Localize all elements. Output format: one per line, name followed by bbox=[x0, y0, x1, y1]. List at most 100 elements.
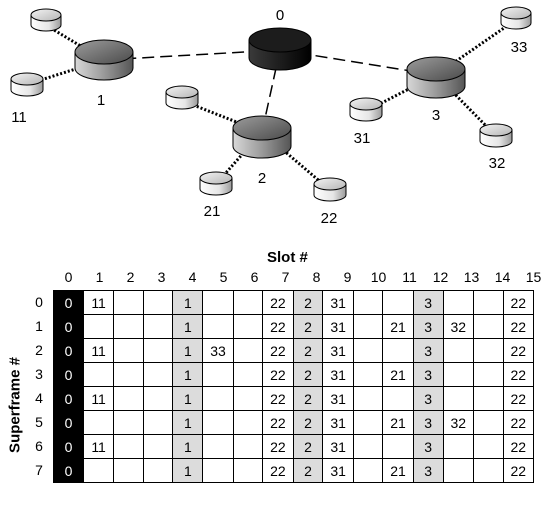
schedule-cell: 3 bbox=[412, 458, 444, 483]
schedule-cell: 31 bbox=[322, 434, 354, 459]
schedule-cell bbox=[442, 386, 474, 411]
superframe-header-1: 1 bbox=[35, 318, 43, 334]
node-label-22: 22 bbox=[321, 210, 338, 227]
schedule-cell: 11 bbox=[82, 290, 115, 315]
schedule-cell bbox=[113, 290, 144, 315]
schedule-cell: 22 bbox=[262, 458, 294, 483]
schedule-cell: 0 bbox=[53, 362, 84, 387]
schedule-cell: 3 bbox=[412, 410, 444, 435]
schedule-cell bbox=[352, 362, 384, 387]
schedule-cell bbox=[352, 290, 384, 315]
schedule-cell bbox=[472, 314, 504, 339]
schedule-cell bbox=[352, 458, 384, 483]
schedule-cell: 22 bbox=[262, 434, 294, 459]
schedule-cell: 31 bbox=[322, 314, 354, 339]
schedule-cell: 22 bbox=[262, 338, 294, 363]
superframe-axis-title-text: Superframe # bbox=[6, 357, 24, 453]
schedule-cell bbox=[142, 410, 174, 435]
schedule-cell: 0 bbox=[53, 410, 84, 435]
schedule-cell bbox=[472, 362, 504, 387]
schedule-cell bbox=[113, 458, 144, 483]
schedule-cell bbox=[352, 434, 384, 459]
schedule-cell bbox=[442, 362, 474, 387]
schedule-cell bbox=[382, 338, 414, 363]
schedule-cell: 22 bbox=[502, 458, 535, 483]
superframe-header-4: 4 bbox=[35, 390, 43, 406]
schedule-cell bbox=[142, 458, 174, 483]
node-label-0: 0 bbox=[276, 7, 284, 24]
schedule-cell: 22 bbox=[502, 362, 535, 387]
schedule-cell bbox=[113, 314, 144, 339]
schedule-cell bbox=[113, 410, 144, 435]
slot-header-13: 13 bbox=[463, 269, 480, 285]
schedule-cell: 2 bbox=[292, 458, 324, 483]
schedule-cell bbox=[442, 458, 474, 483]
schedule-cell: 1 bbox=[172, 410, 204, 435]
superframe-header-3: 3 bbox=[35, 366, 43, 382]
schedule-cell: 2 bbox=[292, 362, 324, 387]
slot-header-11: 11 bbox=[402, 269, 417, 285]
slot-header-14: 14 bbox=[494, 269, 511, 285]
schedule-cell: 22 bbox=[502, 290, 535, 315]
slot-axis-title: Slot # bbox=[267, 249, 308, 266]
node-label-31: 31 bbox=[354, 130, 371, 147]
schedule-cell bbox=[232, 314, 264, 339]
schedule-cell bbox=[382, 386, 414, 411]
schedule-cell bbox=[142, 434, 174, 459]
schedule-cell: 22 bbox=[262, 290, 294, 315]
link-2-22 bbox=[261, 130, 331, 192]
node-2: 2 bbox=[232, 115, 292, 187]
schedule-cell bbox=[232, 338, 264, 363]
schedule-cell bbox=[232, 290, 264, 315]
schedule-cell bbox=[382, 290, 414, 315]
schedule-cell: 1 bbox=[172, 386, 204, 411]
superframe-header-2: 2 bbox=[35, 342, 43, 358]
slot-header-8: 8 bbox=[312, 269, 321, 285]
schedule-cell: 2 bbox=[292, 434, 324, 459]
schedule-cell: 22 bbox=[502, 410, 535, 435]
node-label-32: 32 bbox=[489, 155, 506, 172]
schedule-cell bbox=[472, 290, 504, 315]
slot-header-6: 6 bbox=[250, 269, 259, 285]
schedule-cell: 32 bbox=[442, 410, 474, 435]
schedule-cell: 11 bbox=[82, 434, 115, 459]
slot-header-2: 2 bbox=[126, 269, 135, 285]
superframe-axis-title: Superframe # bbox=[5, 300, 25, 510]
schedule-cell: 21 bbox=[382, 458, 414, 483]
schedule-cell: 3 bbox=[412, 290, 444, 315]
schedule-cell: 22 bbox=[262, 386, 294, 411]
schedule-cell bbox=[202, 386, 234, 411]
schedule-cell: 32 bbox=[442, 314, 474, 339]
schedule-cell: 1 bbox=[172, 434, 204, 459]
schedule-cell bbox=[142, 362, 174, 387]
schedule-cell bbox=[113, 434, 144, 459]
schedule-cell bbox=[142, 314, 174, 339]
node-label-3: 3 bbox=[432, 107, 440, 124]
node-3: 3 bbox=[406, 56, 466, 124]
schedule-cell: 22 bbox=[502, 386, 535, 411]
superframe-header-0: 0 bbox=[35, 294, 43, 310]
schedule-cell bbox=[382, 434, 414, 459]
schedule-cell bbox=[352, 386, 384, 411]
node-33: 33 bbox=[500, 6, 532, 56]
schedule-cell bbox=[82, 362, 115, 387]
schedule-cell bbox=[442, 434, 474, 459]
schedule-cell: 0 bbox=[53, 338, 84, 363]
schedule-cell bbox=[82, 410, 115, 435]
schedule-cell bbox=[472, 410, 504, 435]
slot-header-15: 15 bbox=[525, 269, 542, 285]
schedule-cell: 0 bbox=[53, 314, 84, 339]
superframe-header-7: 7 bbox=[35, 462, 43, 478]
network-diagram: 0 1 2 3 11 21 22 bbox=[10, 6, 532, 227]
schedule-cell bbox=[472, 434, 504, 459]
schedule-cell: 3 bbox=[412, 362, 444, 387]
schedule-cell: 22 bbox=[502, 338, 535, 363]
schedule-cell bbox=[352, 410, 384, 435]
schedule-cell: 31 bbox=[322, 386, 354, 411]
